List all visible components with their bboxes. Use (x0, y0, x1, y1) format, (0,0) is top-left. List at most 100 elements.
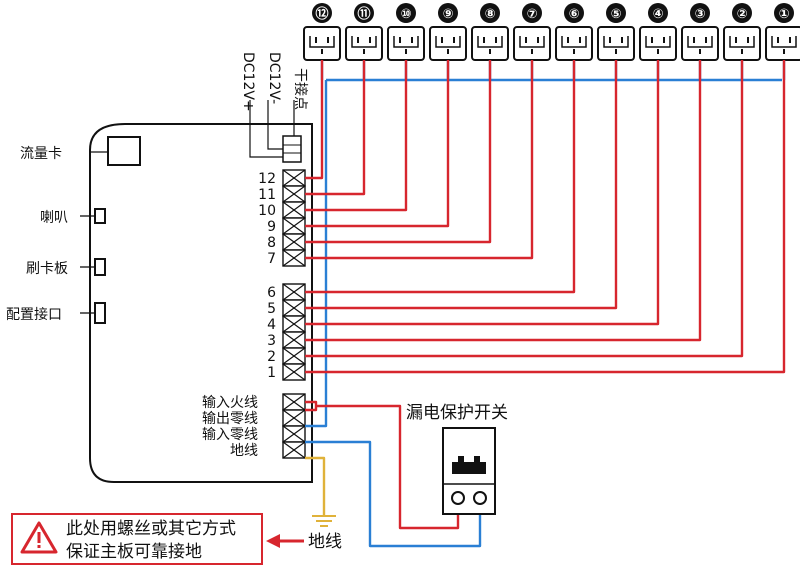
outlet-number: ⑦ (526, 7, 537, 22)
outlet-11: ⑪ (345, 3, 383, 61)
outlet-number-badge (564, 3, 584, 23)
outlet-number: ⑨ (442, 7, 453, 22)
outlet-12: ⑫ (303, 3, 341, 61)
terminal-地线: 地线 (230, 441, 306, 459)
terminal-label: 8 (267, 235, 276, 251)
card-reader-port (94, 258, 106, 276)
terminal-label: 输出零线 (202, 411, 258, 427)
terminal-3: 3 (267, 331, 306, 349)
warning-triangle-icon (20, 521, 58, 554)
breaker-label: 漏电保护开关 (406, 403, 508, 423)
outlet-number-badge (732, 3, 752, 23)
outlet-7: ⑦ (513, 3, 551, 61)
terminal-10: 10 (258, 201, 306, 219)
outlet-1: ① (765, 3, 800, 61)
dry-contact-connector (282, 135, 302, 163)
terminal-5: 5 (267, 299, 306, 317)
card-reader-label: 刷卡板 (26, 261, 68, 277)
outlet-number-badge (522, 3, 542, 23)
terminal-8: 8 (267, 233, 306, 251)
outlet-8: ⑧ (471, 3, 509, 61)
live-wire-3 (305, 60, 702, 342)
terminal-label: 12 (258, 171, 276, 187)
config-port (94, 302, 106, 324)
warning-line-1: 此处用螺丝或其它方式 (66, 519, 236, 539)
outlet-number: ⑤ (610, 7, 621, 22)
terminal-label: 3 (267, 333, 276, 349)
outlet-6: ⑥ (555, 3, 593, 61)
sim-card-label: 流量卡 (20, 146, 62, 162)
live-wire-12 (305, 60, 324, 180)
output-neutral-wire (305, 80, 328, 428)
controller-board (89, 123, 313, 483)
input-live-wire (316, 404, 460, 530)
terminal-9: 9 (267, 217, 306, 235)
terminal-输出零线: 输出零线 (202, 409, 306, 427)
outlet-9: ⑨ (429, 3, 467, 61)
terminal-11: 11 (258, 185, 306, 203)
outlet-number-badge (690, 3, 710, 23)
outlet-3: ③ (681, 3, 719, 61)
outlet-number-badge (480, 3, 500, 23)
live-wire-2 (305, 60, 744, 358)
live-wire-4 (305, 60, 660, 326)
terminal-label: 1 (267, 365, 276, 381)
live-wire-6 (305, 60, 576, 294)
live-wire-1 (305, 60, 786, 374)
dc-minus-label: DC12V- (266, 52, 282, 104)
outlet-number-badge (312, 3, 332, 23)
outlet-number-badge (606, 3, 626, 23)
dry-contact-label: 干接点 (292, 68, 309, 110)
live-wire-5 (305, 60, 618, 310)
terminal-输入火线: 输入火线 (202, 393, 306, 411)
warning-box (11, 513, 263, 565)
outlet-number-badge (774, 3, 794, 23)
terminal-label: 6 (267, 285, 276, 301)
terminal-7: 7 (267, 249, 306, 267)
outlet-2: ② (723, 3, 761, 61)
terminal-label: 5 (267, 301, 276, 317)
config-port-label: 配置接口 (6, 306, 62, 323)
outlet-number: ⑧ (484, 7, 495, 22)
outlet-number: ⑪ (357, 6, 370, 22)
input-neutral-wire (305, 440, 482, 548)
ground-symbol-icon (312, 515, 336, 527)
dc-plus-label: DC12V+ (240, 52, 256, 112)
warning-line-2: 保证主板可靠接地 (66, 542, 202, 562)
warning-arrow (266, 534, 304, 548)
terminal-6: 6 (267, 283, 306, 301)
outlet-number-badge (438, 3, 458, 23)
ground-label: 地线 (308, 532, 342, 552)
terminal-4: 4 (267, 315, 306, 333)
terminal-label: 地线 (230, 443, 258, 459)
live-wire-7 (305, 60, 534, 260)
outlet-10: ⑩ (387, 3, 425, 61)
outlet-number: ② (736, 7, 747, 22)
outlet-4: ④ (639, 3, 677, 61)
outlet-number-badge (396, 3, 416, 23)
terminal-输入零线: 输入零线 (202, 425, 306, 443)
live-wire-9 (305, 60, 450, 228)
speaker-label: 喇叭 (40, 210, 68, 226)
live-wire-10 (305, 60, 408, 212)
outlet-number: ③ (694, 7, 705, 22)
ground-wire (305, 456, 326, 516)
live-wire-11 (305, 60, 366, 196)
outlet-number-badge (354, 3, 374, 23)
terminal-1: 1 (267, 363, 306, 381)
terminal-label: 输入火线 (202, 395, 258, 411)
outlet-number: ⑩ (400, 7, 411, 22)
terminal-12: 12 (258, 169, 306, 187)
terminal-label: 2 (267, 349, 276, 365)
outlet-number: ① (778, 7, 789, 22)
outlet-number: ⑥ (568, 7, 579, 22)
live-wire-8 (305, 60, 492, 244)
speaker-port (94, 208, 106, 224)
outlet-5: ⑤ (597, 3, 635, 61)
outlet-number-badge (648, 3, 668, 23)
terminal-label: 输入零线 (202, 427, 258, 443)
